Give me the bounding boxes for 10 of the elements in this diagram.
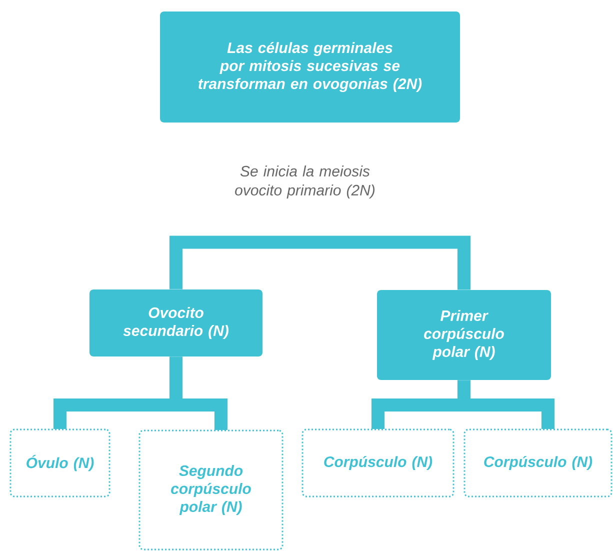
connector <box>458 380 554 429</box>
result-box: Corpúsculo (N) <box>302 428 454 498</box>
result-box: Segundo corpúsculo polar (N) <box>138 430 284 550</box>
connector <box>170 356 228 430</box>
result-box: Corpúsculo (N) <box>464 428 612 498</box>
step-text: Se inicia la meiosis ovocito primario (2N) <box>235 166 374 198</box>
process-box: Ovocito secundario (N) <box>90 290 262 356</box>
result-box: Óvulo (N) <box>10 428 110 498</box>
process-box: Primer corpúsculo polar (N) <box>377 290 551 380</box>
process-box: Las células germinales por mitosis sucesivas se transforman en ovogonias (2N) <box>160 12 460 122</box>
